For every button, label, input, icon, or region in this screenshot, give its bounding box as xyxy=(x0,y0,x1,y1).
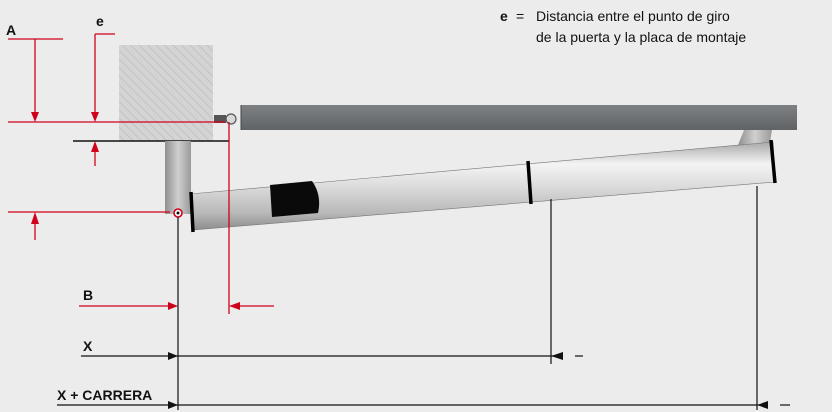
dimension-e-arrow-top xyxy=(91,112,99,122)
dimension-x-arrow-right xyxy=(551,352,563,360)
dimension-b-arrow-left xyxy=(168,302,178,310)
hinge-spring xyxy=(214,115,226,123)
wall-pillar xyxy=(119,45,213,141)
actuator-motor-block xyxy=(270,181,320,217)
legend-line-1: Distancia entre el punto de giro xyxy=(536,8,730,24)
label-a: A xyxy=(6,22,16,38)
leader-lines xyxy=(57,186,790,410)
label-x-carrera: X + CARRERA xyxy=(57,387,152,403)
legend-equals: = xyxy=(516,8,524,24)
dimension-a-arrow-bottom xyxy=(31,212,39,224)
dimension-xc-arrow-right xyxy=(757,401,768,409)
dimension-a-arrow-top xyxy=(31,112,39,122)
front-bracket xyxy=(738,130,772,145)
actuator-front-cap xyxy=(769,139,777,184)
dimension-x-arrow-left xyxy=(168,352,178,360)
legend-line-2: de la puerta y la placa de montaje xyxy=(536,29,746,45)
label-e: e xyxy=(96,13,104,29)
label-x: X xyxy=(83,338,93,354)
gate-leaf xyxy=(241,105,797,130)
actuator-rear-cap xyxy=(189,191,195,233)
rear-pivot-bolt xyxy=(176,211,180,215)
rear-bracket xyxy=(165,141,191,214)
dimension-e xyxy=(94,33,115,166)
actuator-ring xyxy=(526,160,533,205)
gate-hinge-pin xyxy=(225,113,237,125)
dimension-b-arrow-right xyxy=(229,302,240,310)
dimension-xc-arrow-left xyxy=(168,401,178,409)
legend-key: e xyxy=(500,8,508,24)
dimension-b xyxy=(79,122,274,314)
label-b: B xyxy=(83,287,93,303)
dimension-a xyxy=(8,38,225,240)
dimension-e-arrow-bottom xyxy=(91,141,99,152)
